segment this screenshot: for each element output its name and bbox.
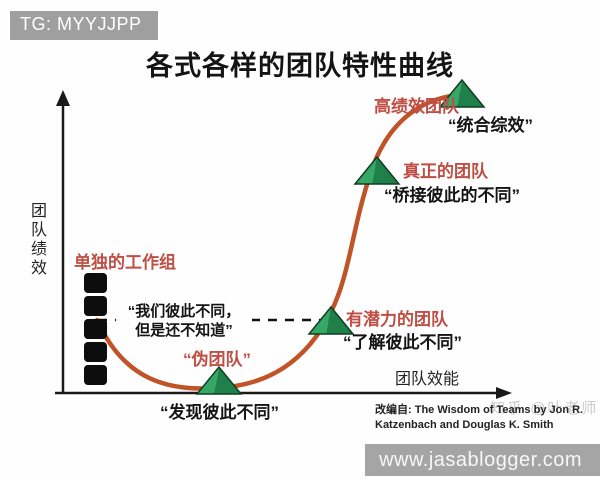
attribution-line-1: 改编自: The Wisdom of Teams by Jon R. bbox=[375, 404, 584, 416]
quote-real-team: “桥接彼此的不同” bbox=[384, 186, 520, 205]
potential-team-pyramid-icon bbox=[307, 305, 355, 335]
attribution-line-2: Katzenbach and Douglas K. Smith bbox=[375, 418, 554, 431]
quote-high-performance-team: “统合综效” bbox=[448, 116, 533, 135]
stage-label-potential-team: 有潜力的团队 bbox=[346, 310, 448, 329]
stage-label-high-performance-team: 高绩效团队 bbox=[374, 97, 459, 116]
website-badge: www.jasablogger.com bbox=[365, 444, 600, 476]
stage-label-pseudo-team: “伪团队” bbox=[183, 350, 251, 369]
x-axis-arrow-icon bbox=[496, 387, 512, 399]
telegram-badge: TG: MYYJJPP bbox=[10, 11, 158, 40]
y-axis-arrow-icon bbox=[56, 90, 70, 106]
quote-pseudo-team: “发现彼此不同” bbox=[160, 403, 279, 422]
pseudo-team-pyramid-icon bbox=[195, 365, 243, 395]
x-axis-label: 团队效能 bbox=[395, 371, 460, 388]
quote-potential-team: “了解彼此不同” bbox=[343, 333, 462, 352]
working-group-squares-marker bbox=[84, 273, 107, 385]
watermark: 知乎 @叶老师 bbox=[490, 400, 599, 417]
y-axis-label: 团队绩效 bbox=[28, 202, 45, 278]
stage-label-working-group: 单独的工作组 bbox=[74, 253, 176, 272]
stage-label-real-team: 真正的团队 bbox=[403, 162, 488, 181]
attribution: 改编自: The Wisdom of Teams by Jon R. Katze… bbox=[375, 403, 583, 433]
quote-working-group: “我们彼此不同， 但是还不知道” bbox=[116, 303, 252, 341]
chart-title: 各式各样的团队特性曲线 bbox=[146, 51, 454, 81]
high-performance-team-pyramid-icon bbox=[438, 78, 486, 108]
real-team-pyramid-icon bbox=[353, 155, 401, 185]
